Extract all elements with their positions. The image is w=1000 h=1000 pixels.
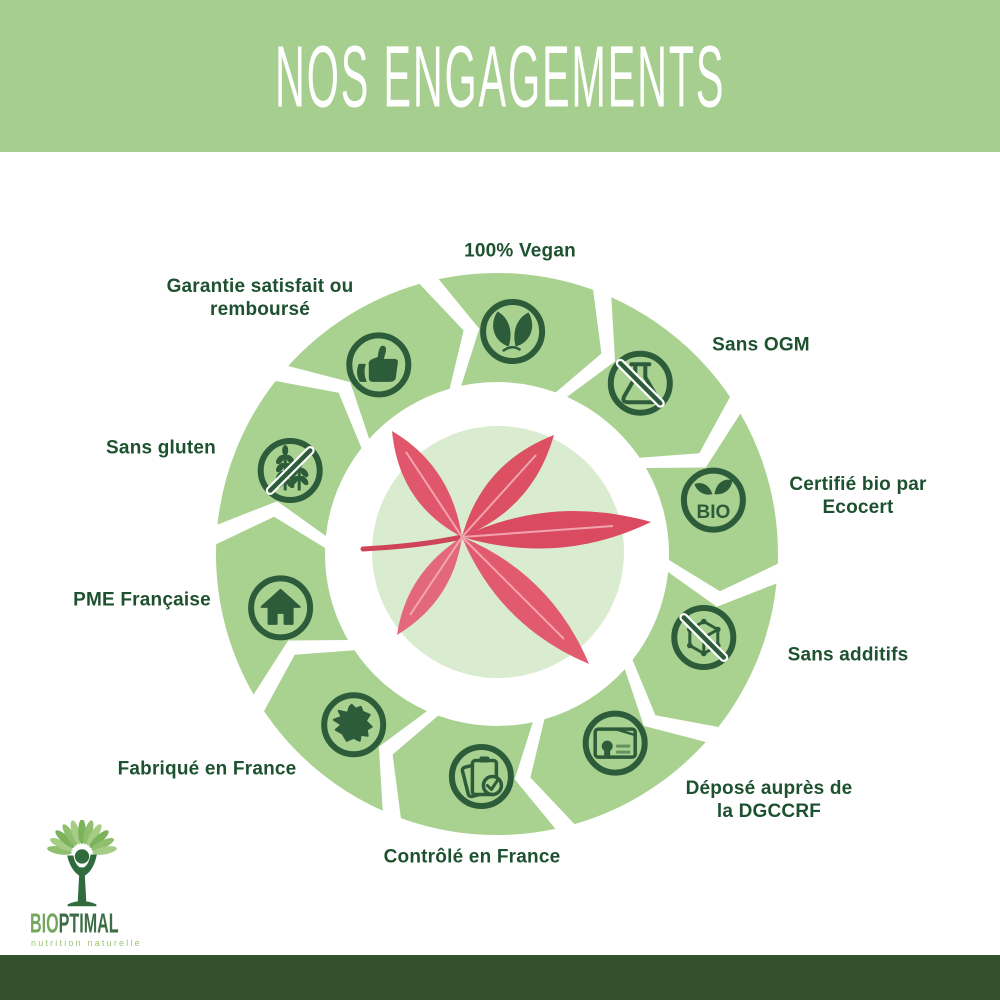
tree-logo-icon bbox=[47, 820, 117, 907]
label-controle-france: Contrôlé en France bbox=[383, 846, 561, 868]
no-additives-cube-icon bbox=[671, 605, 737, 670]
leaf-veins bbox=[405, 451, 614, 640]
no-gmo-flask-icon bbox=[607, 350, 673, 416]
certificate-icon bbox=[582, 710, 648, 776]
label-depose-dgccrf: Déposé auprès de la DGCCRF bbox=[685, 778, 853, 822]
bio-certified-icon: BIO bbox=[680, 467, 746, 533]
label-sans-gluten: Sans gluten bbox=[106, 437, 216, 459]
label-certifie-bio: Certifié bio par Ecocert bbox=[789, 474, 927, 518]
house-icon bbox=[248, 575, 314, 641]
title-banner: NOS ENGAGEMENTS bbox=[0, 0, 1000, 152]
tree-leaves bbox=[47, 820, 117, 855]
red-creeper-leaf bbox=[360, 431, 651, 664]
svg-text:BIO: BIO bbox=[697, 502, 731, 523]
ring-icons: BIO bbox=[248, 299, 746, 809]
page-title: NOS ENGAGEMENTS bbox=[274, 26, 726, 126]
leaf-stem bbox=[360, 534, 465, 552]
logo-wordmark: BIOPTIMAL bbox=[30, 907, 119, 939]
footer-bar bbox=[0, 955, 1000, 1000]
label-sans-ogm: Sans OGM bbox=[712, 334, 810, 356]
label-pme-francaise: PME Française bbox=[73, 589, 211, 611]
bioptimal-logo: BIOPTIMAL nutrition naturelle bbox=[28, 820, 228, 955]
clipboard-check-icon bbox=[448, 744, 514, 809]
segment-2 bbox=[646, 413, 778, 592]
label-100-vegan: 100% Vegan bbox=[464, 240, 576, 262]
no-gluten-wheat-icon bbox=[257, 438, 323, 503]
label-garantie: Garantie satisfait ou remboursé bbox=[166, 276, 354, 320]
label-fabrique-france: Fabriqué en France bbox=[117, 758, 297, 780]
thumbs-up-icon bbox=[346, 332, 412, 398]
segment-1 bbox=[567, 297, 730, 458]
logo-tagline: nutrition naturelle bbox=[31, 938, 142, 948]
france-map-icon bbox=[321, 692, 387, 758]
vegan-leaves-icon bbox=[480, 299, 546, 364]
label-sans-additifs: Sans additifs bbox=[787, 644, 909, 666]
